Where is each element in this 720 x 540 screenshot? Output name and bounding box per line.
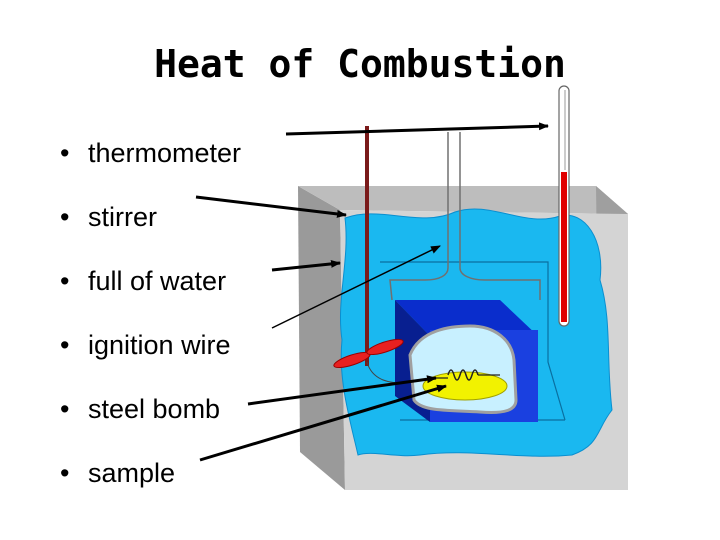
page-title: Heat of Combustion — [154, 42, 566, 86]
list-item-water: •full of water — [60, 266, 227, 296]
ignition-wire-lead-a — [389, 132, 449, 301]
list-item-stirrer: •stirrer — [60, 202, 157, 232]
list-item-thermometer: •thermometer — [60, 138, 242, 168]
sample-icon — [422, 371, 508, 401]
ignition-coil-icon — [447, 369, 479, 381]
stirrer-blade-right — [366, 338, 404, 356]
arrow-ignition-wire — [271, 245, 441, 329]
component-list: •thermometer •stirrer •full of water •ig… — [60, 134, 241, 518]
thermometer-fluid — [561, 172, 567, 322]
inner-container-outline — [380, 261, 566, 421]
list-item-sample: •sample — [60, 458, 176, 488]
thermometer-glare — [564, 90, 566, 170]
container-top-face — [298, 186, 628, 214]
ignition-wire-lead-b — [459, 132, 541, 300]
list-item-steel-bomb: •steel bomb — [60, 394, 221, 424]
arrow-water — [271, 259, 341, 272]
container-left-face — [298, 186, 345, 490]
arrow-steel-bomb — [247, 375, 437, 406]
list-item-ignition-wire: •ignition wire — [60, 330, 231, 360]
arrow-thermometer — [285, 122, 549, 136]
stirrer-shaft — [365, 126, 369, 366]
steel-bomb-top — [395, 300, 538, 336]
arrow-stirrer — [195, 195, 347, 218]
arrow-sample — [199, 384, 447, 462]
